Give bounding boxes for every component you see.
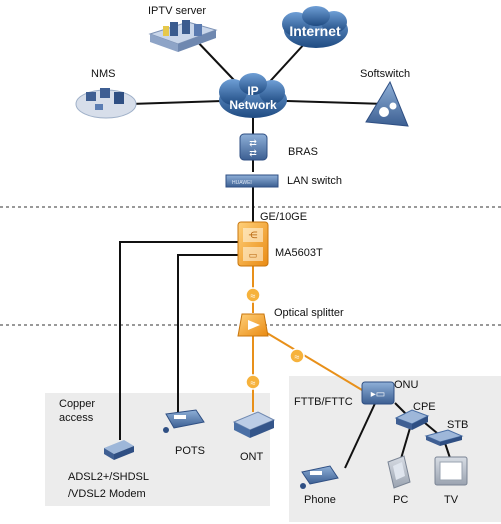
- ip-network-cloud-icon: [219, 73, 287, 118]
- phone-label: Phone: [304, 494, 336, 506]
- pc-label: PC: [393, 494, 408, 506]
- lan-switch-label: LAN switch: [287, 175, 342, 187]
- svg-text:≈: ≈: [295, 352, 300, 362]
- modem-label-line2: /VDSL2 Modem: [68, 488, 146, 500]
- internet-label: Internet: [289, 23, 341, 39]
- ip-network-label-line2: Network: [229, 98, 277, 112]
- iptv-server-label: IPTV server: [148, 5, 206, 17]
- onu-icon: ▸▭: [361, 381, 395, 405]
- tv-icon: [434, 456, 468, 486]
- svg-text:⇄: ⇄: [249, 148, 257, 158]
- softswitch-icon: [365, 80, 409, 127]
- ip-network-label-line1: IP: [247, 84, 258, 98]
- tv-label: TV: [444, 494, 459, 506]
- svg-text:⋲: ⋲: [249, 230, 258, 240]
- modem-icon: [104, 440, 134, 460]
- optical-splitter-icon: [237, 313, 269, 337]
- fiber-connector-icon: ≈ ≈ ≈: [245, 287, 305, 390]
- copper-access-label-line1: Copper: [59, 398, 95, 410]
- ont-icon: [232, 411, 276, 438]
- nms-label: NMS: [91, 68, 115, 80]
- ma5603t-label: MA5603T: [275, 247, 323, 259]
- svg-text:⇄: ⇄: [249, 138, 257, 148]
- stb-icon: [424, 429, 464, 446]
- lan-switch-front-text: HUAWEI: [232, 180, 252, 186]
- bras-icon: ⇄ ⇄: [239, 133, 268, 161]
- lan-switch-icon: HUAWEI: [225, 174, 279, 188]
- optical-splitter-label: Optical splitter: [274, 307, 344, 319]
- internet-cloud-icon: [282, 6, 348, 48]
- svg-text:▭: ▭: [249, 250, 258, 260]
- svg-text:≈: ≈: [251, 291, 256, 301]
- cpe-label: CPE: [413, 401, 436, 413]
- copper-access-panel: [45, 393, 270, 506]
- bras-label: BRAS: [288, 146, 318, 158]
- phone-icon: [163, 409, 205, 433]
- nms-icon: [75, 88, 137, 119]
- stb-label: STB: [447, 419, 468, 431]
- onu-label: ONU: [394, 379, 419, 391]
- phone-icon-fttb: [300, 465, 339, 489]
- ge-10ge-label: GE/10GE: [260, 211, 307, 223]
- cpe-icon: [394, 409, 430, 430]
- softswitch-label: Softswitch: [360, 68, 410, 80]
- svg-text:≈: ≈: [251, 378, 256, 388]
- ma5603t-olt-icon: ⋲ ▭: [237, 221, 269, 267]
- fttb-fttc-label: FTTB/FTTC: [294, 396, 353, 408]
- fttb-panel: [289, 376, 501, 522]
- pots-label: POTS: [175, 445, 205, 457]
- ont-label: ONT: [240, 451, 264, 463]
- iptv-server-icon: [148, 20, 218, 52]
- svg-text:▸▭: ▸▭: [371, 389, 385, 400]
- pc-icon: [387, 455, 411, 489]
- modem-label-line1: ADSL2+/SHDSL: [68, 471, 149, 483]
- copper-access-label-line2: access: [59, 412, 94, 424]
